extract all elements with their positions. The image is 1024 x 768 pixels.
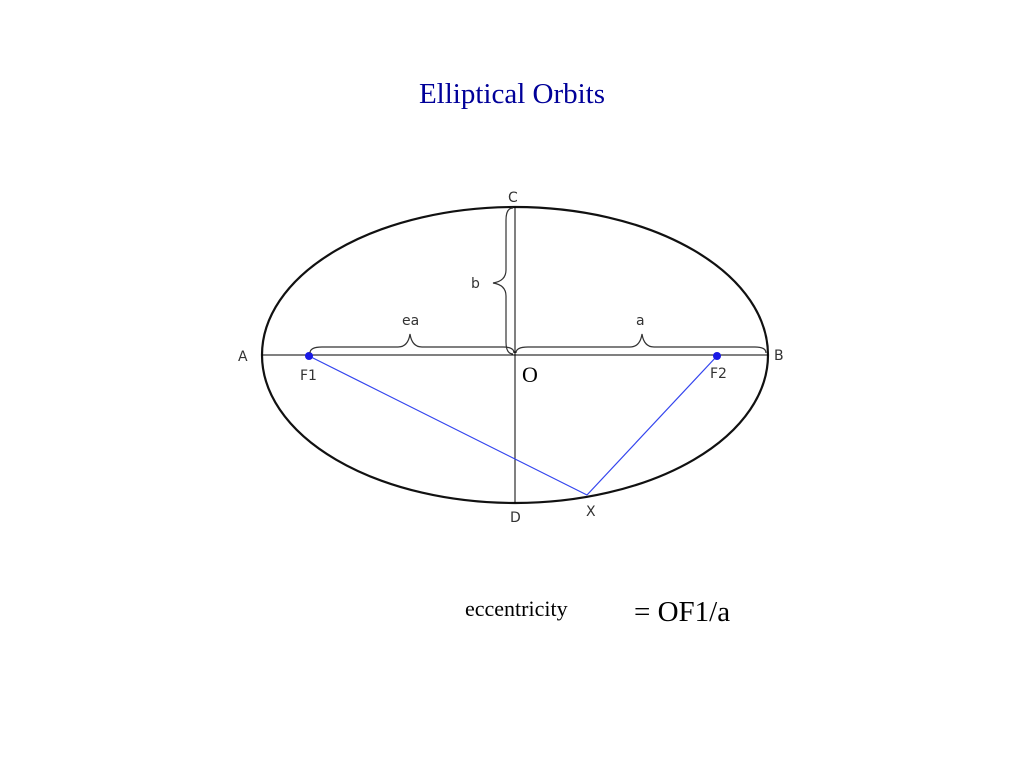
brace-b [492,207,514,355]
label-segment-ea: ea [402,313,419,329]
label-focus-f1: F1 [300,368,317,384]
label-point-a: A [238,349,248,365]
label-segment-b: b [471,276,480,292]
label-focus-f2: F2 [710,366,727,382]
focal-line-f1-x [308,355,588,496]
label-point-b: B [774,348,784,364]
slide-title: Elliptical Orbits [418,78,606,110]
label-point-x: X [586,504,596,520]
label-segment-a: a [636,313,645,329]
focus-f1-dot [305,352,313,360]
focus-f2-dot [713,352,721,360]
label-point-c: C [508,190,518,206]
eccentricity-label: eccentricity [465,596,568,621]
eccentricity-formula: = OF1/a [634,596,731,628]
brace-ea [309,333,515,354]
label-center-o: O [522,362,538,387]
brace-a [515,333,767,354]
label-point-d: D [510,510,521,526]
focal-line-f2-x [586,355,718,496]
